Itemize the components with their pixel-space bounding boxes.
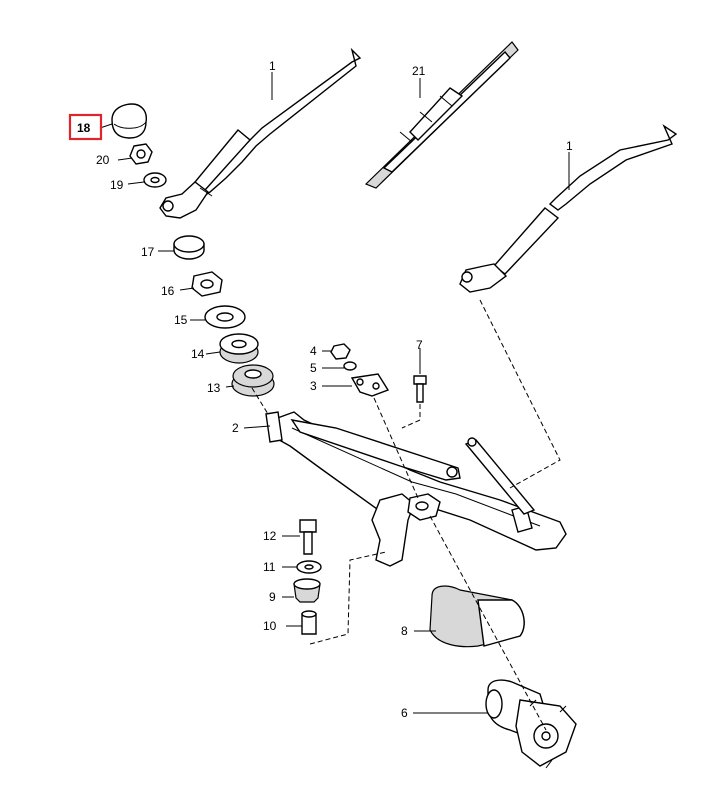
bolt-12[interactable] [299,519,317,555]
grommet-9[interactable] [293,578,321,603]
assembly-line-right-arm [479,299,561,489]
callout-18-cap[interactable]: 18 [77,121,91,135]
wiper-arm-left[interactable] [159,47,362,219]
washer-19[interactable] [143,172,167,188]
assembly-line-bracket [373,397,419,499]
callout-5-washer[interactable]: 5 [310,361,317,375]
grommet-13[interactable] [231,364,275,397]
washer-15[interactable] [204,305,246,329]
wiper-frame-linkage[interactable] [265,411,567,567]
callout-1-left-arm[interactable]: 1 [269,59,276,73]
callout-12-bolt[interactable]: 12 [263,529,277,543]
bracket-3[interactable] [350,373,390,397]
nut-16[interactable] [191,271,223,297]
callout-18-highlight [68,113,103,141]
cap-18[interactable] [111,103,147,139]
washer-5[interactable] [343,361,357,371]
wiper-arm-right[interactable] [459,124,678,293]
callout-11-washer[interactable]: 11 [263,560,276,574]
assembly-line-left-arm [251,387,269,415]
callout-10-sleeve[interactable]: 10 [263,619,277,633]
nut-20[interactable] [129,143,153,165]
bushing-14[interactable] [219,333,259,364]
nut-4[interactable] [330,343,351,360]
wiper-motor-6[interactable] [485,679,577,769]
motor-cover-8[interactable] [429,585,525,648]
callout-9-grommet[interactable]: 9 [269,590,276,604]
callout-3-bracket[interactable]: 3 [310,379,317,393]
callout-4-nut[interactable]: 4 [310,344,317,358]
part-17[interactable] [173,235,205,260]
callout-1-right-arm[interactable]: 1 [566,139,573,153]
assembly-line-bolt-7 [401,404,421,429]
callout-13-grommet[interactable]: 13 [207,381,221,395]
callout-17[interactable]: 17 [141,245,155,259]
callout-15-washer[interactable]: 15 [174,313,188,327]
washer-11[interactable] [296,560,322,574]
callout-19-washer[interactable]: 19 [110,178,124,192]
sleeve-10[interactable] [301,610,317,635]
callout-21-blade[interactable]: 21 [412,64,426,78]
assembly-line-motor [429,515,547,731]
wiper-blade[interactable] [364,41,519,189]
assembly-line-bolt-group [309,551,387,645]
callout-16-nut[interactable]: 16 [161,284,175,298]
callout-2-frame[interactable]: 2 [232,421,239,435]
callout-8-motor-cover[interactable]: 8 [401,624,408,638]
bolt-7[interactable] [413,375,427,403]
callout-14-bushing[interactable]: 14 [191,347,205,361]
callout-20-nut[interactable]: 20 [96,153,110,167]
callout-7-bolt[interactable]: 7 [416,338,423,352]
callout-6-motor[interactable]: 6 [401,706,408,720]
